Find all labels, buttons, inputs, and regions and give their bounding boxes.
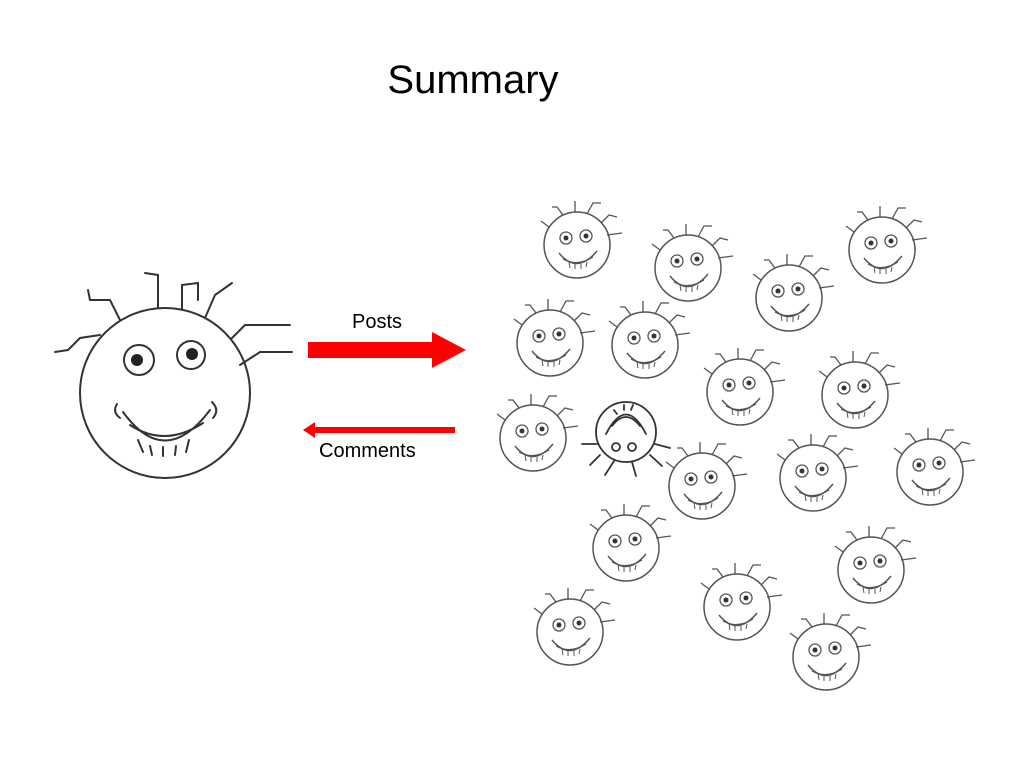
follower-face-icon bbox=[703, 347, 786, 426]
comments-label: Comments bbox=[319, 440, 416, 462]
posts-label: Posts bbox=[352, 311, 403, 333]
follower-face-icon bbox=[776, 433, 859, 512]
slide-title: Summary bbox=[387, 58, 559, 102]
follower-face-icon bbox=[608, 300, 691, 379]
follower-face-icon bbox=[789, 612, 872, 691]
follower-face-icon bbox=[651, 223, 734, 302]
follower-face-icon bbox=[893, 427, 976, 506]
audience-crowd bbox=[496, 200, 976, 691]
follower-face-icon bbox=[818, 350, 901, 429]
follower-face-icon bbox=[752, 253, 835, 332]
comments-arrow-icon bbox=[303, 422, 455, 438]
troll-face-icon bbox=[581, 401, 671, 477]
follower-face-icon bbox=[513, 298, 596, 377]
follower-face-icon bbox=[665, 441, 748, 520]
follower-face-icon bbox=[845, 205, 928, 284]
follower-face-icon bbox=[834, 525, 917, 604]
follower-face-icon bbox=[589, 503, 672, 582]
follower-face-icon bbox=[496, 393, 579, 472]
author-face-icon bbox=[54, 272, 293, 479]
follower-face-icon bbox=[533, 587, 616, 666]
posts-arrow-icon bbox=[308, 332, 466, 368]
follower-face-icon bbox=[700, 562, 783, 641]
follower-face-icon bbox=[540, 200, 623, 279]
